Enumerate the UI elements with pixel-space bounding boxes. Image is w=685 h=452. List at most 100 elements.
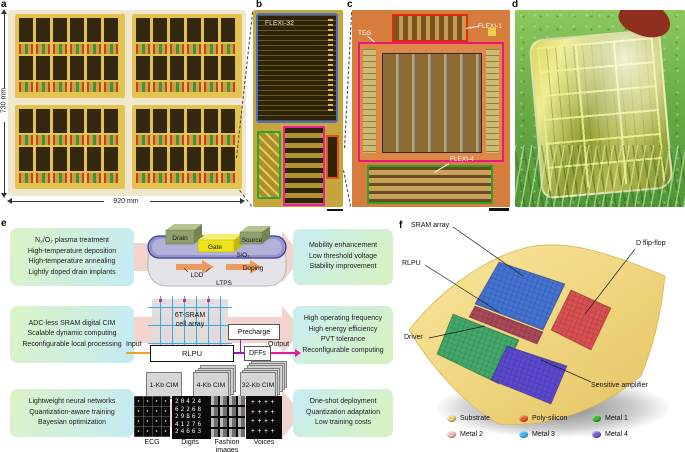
dim-line-vertical: [4, 13, 5, 88]
dataset-label-ecg: ECG: [144, 439, 160, 446]
process-line: ADC-less SRAM digital CIM: [28, 319, 116, 327]
benefit-line: Low training costs: [314, 419, 372, 427]
voices-row: ++++: [250, 427, 278, 435]
bitline: [172, 296, 174, 360]
ltps-transistor-diagram: Drain Gate Source SiO₂ Doping LDD LTPS: [147, 224, 287, 287]
dim-arrow-up: [1, 9, 7, 14]
benefit-line: High operating frequency: [303, 315, 383, 322]
gate-label: Gate: [208, 244, 222, 251]
sram-node-dot: [183, 299, 186, 302]
implant-arrow-icon: [176, 260, 214, 274]
doping-label: Doping: [243, 265, 264, 272]
gate-terminal: [197, 234, 242, 253]
dataset-label-voices: Voices: [253, 439, 275, 446]
sio2-label: SiO₂: [236, 252, 250, 259]
legend-item-substrate: Substrate: [447, 415, 490, 422]
f-amplifier-label: Sensitive amplifier: [591, 382, 648, 389]
process-line: High-temperature annealing: [28, 258, 116, 265]
drain-label: Drain: [172, 235, 188, 242]
digit-row: 29862: [175, 413, 204, 421]
panel-f-3d-render: [408, 226, 671, 438]
legend-item-metal2: Metal 2: [447, 431, 483, 438]
process-line: Lightweight neural networks: [28, 398, 116, 406]
panel-c-letter: c: [347, 0, 353, 10]
dim-line-horizontal: [150, 201, 240, 202]
process-line: Bayesian optimization: [37, 419, 107, 427]
f-rlpu-label: RLPU: [402, 260, 421, 267]
metal3-color-dot: [519, 431, 528, 438]
legend-item-metal1: Metal 1: [592, 415, 628, 422]
die-quadrant: [132, 14, 242, 98]
benefit-line: One-shot deployment: [309, 398, 377, 406]
sram-node-dot: [207, 299, 210, 302]
die-quadrant: [15, 14, 125, 98]
driver-leader-line: [428, 325, 486, 339]
benefit-line: Mobility enhancement: [308, 242, 378, 250]
output-label: Output: [268, 341, 290, 348]
legend-label: Metal 1: [605, 415, 628, 422]
die-row: [136, 147, 238, 171]
panel-d-photo: [515, 10, 685, 207]
process-box-left-3: Lightweight neural networks Quantization…: [10, 389, 134, 437]
input-label: Input: [126, 341, 142, 348]
dim-arrow-down: [1, 193, 7, 198]
process-line: Reconfigurable local processing: [22, 340, 122, 348]
f-sram-array-label: SRAM array: [411, 222, 450, 229]
die-row: [19, 147, 121, 171]
legend-label: Metal 2: [460, 431, 483, 438]
die-row: [136, 56, 238, 80]
module-row: [19, 44, 121, 54]
precharge-block: Precharge: [228, 324, 280, 340]
zoom-dashed-line: [343, 170, 352, 207]
source-terminal: [239, 226, 270, 245]
zoom-dashed-line: [344, 12, 353, 149]
voices-row: ++++: [250, 399, 278, 406]
module-row: [136, 82, 238, 92]
panel-f-letter: f: [399, 220, 403, 231]
module-row: [19, 82, 121, 92]
digit-row: 24663: [175, 428, 204, 436]
benefit-line: Low threshold voltage: [308, 252, 378, 260]
legend-label: Substrate: [460, 415, 490, 422]
benefit-line: Reconfigurable computing: [302, 346, 384, 354]
cim-chip-label: 4-Kb CIM: [193, 372, 229, 399]
module-row: [19, 173, 121, 183]
panel-a-letter: a: [1, 0, 7, 10]
c-side-structure: [486, 49, 499, 153]
flexi1-label: FLEXI-1: [478, 23, 502, 30]
dataset-label-fashion: Fashion images: [214, 439, 240, 452]
b-magenta-box: [283, 126, 325, 206]
f-driver-label: Driver: [404, 334, 423, 341]
scale-bar-c: [489, 208, 509, 211]
dflipflop-region: [550, 289, 612, 351]
b-green-box: [257, 131, 281, 199]
process-box-left-1: N₂/O₂ plasma treatment High-temperature …: [10, 228, 134, 286]
pad-ticks: [328, 19, 333, 113]
dataset-tile-fashion: [209, 396, 245, 437]
benefit-box-right-3: One-shot deployment Quantization adaptat…: [293, 389, 393, 437]
module-row: [136, 44, 238, 54]
rlpu-leader-line: [424, 264, 500, 313]
panel-c-photo: TEG FLEXI-1 FLEXI-4: [352, 10, 510, 207]
die-row: [136, 18, 238, 42]
c-array: [382, 53, 482, 153]
input-wire: [126, 352, 150, 354]
sram-node-dot: [159, 299, 162, 302]
dim-arrow-left: [7, 198, 12, 204]
panel-e-letter: e: [1, 218, 7, 229]
rlpu-region: [468, 305, 544, 345]
bitline: [196, 296, 198, 360]
die-quadrant: [15, 105, 125, 189]
legend-item-metal4: Metal 4: [592, 431, 628, 438]
sram-array-label-line1: 6T-SRAM: [174, 312, 206, 319]
teg-label: TEG: [358, 30, 372, 37]
sram-leader-line: [452, 226, 524, 277]
benefit-line: Quantization adaptation: [306, 408, 380, 416]
process-line: High-temperature deposition: [27, 247, 117, 255]
voices-row: ++++: [250, 418, 278, 425]
precharge-wire: [239, 338, 242, 353]
module-row: [136, 173, 238, 183]
c-pad: [488, 28, 496, 36]
legend-label: Poly-silicon: [532, 415, 568, 422]
dataset-tile-ecg: [134, 396, 170, 437]
